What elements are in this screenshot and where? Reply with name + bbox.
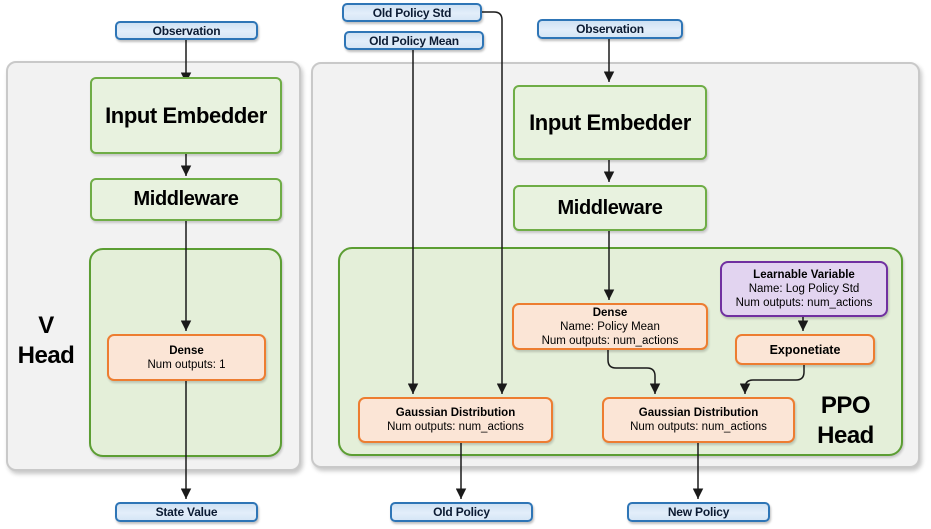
- observation-label: Observation: [152, 23, 221, 38]
- dense-node-right: Dense Name: Policy Mean Num outputs: num…: [512, 303, 708, 350]
- learnable-variable-name: Name: Log Policy Std: [748, 283, 860, 295]
- learnable-variable-title: Learnable Variable: [753, 269, 855, 281]
- observation-input-left: Observation: [115, 21, 258, 40]
- old-policy-mean-label: Old Policy Mean: [369, 33, 459, 48]
- gaussian-distribution-old-node: Gaussian Distribution Num outputs: num_a…: [358, 397, 553, 443]
- gaussian-old-title: Gaussian Distribution: [395, 407, 516, 419]
- dense-title: Dense: [592, 306, 628, 319]
- old-policy-label: Old Policy: [433, 505, 490, 519]
- dense-node-left: Dense Num outputs: 1: [107, 334, 266, 381]
- old-policy-mean-input: Old Policy Mean: [344, 31, 484, 50]
- new-policy-label: New Policy: [667, 505, 730, 519]
- learnable-variable-outputs: Num outputs: num_actions: [735, 297, 873, 309]
- state-value-label: State Value: [155, 505, 218, 519]
- dense-outputs: Num outputs: 1: [147, 358, 226, 371]
- gaussian-new-title: Gaussian Distribution: [638, 407, 759, 419]
- dense-title: Dense: [169, 344, 204, 357]
- learnable-variable-node: Learnable Variable Name: Log Policy Std …: [720, 261, 888, 317]
- dense-name: Name: Policy Mean: [560, 320, 660, 333]
- gaussian-new-outputs: Num outputs: num_actions: [630, 421, 767, 433]
- old-policy-std-label: Old Policy Std: [372, 5, 452, 20]
- middleware-label: Middleware: [557, 196, 663, 219]
- v-head-label: V Head: [17, 312, 75, 369]
- gaussian-old-outputs: Num outputs: num_actions: [387, 421, 524, 433]
- ppo-head-label: PPO Head: [817, 392, 874, 449]
- observation-label: Observation: [576, 22, 644, 36]
- input-embedder-label: Input Embedder: [105, 102, 267, 128]
- middleware-left: Middleware: [90, 178, 282, 221]
- input-embedder-left: Input Embedder: [90, 77, 282, 154]
- input-embedder-label: Input Embedder: [529, 109, 691, 135]
- old-policy-std-input: Old Policy Std: [342, 3, 482, 22]
- observation-input-right: Observation: [537, 19, 683, 39]
- new-policy-output: New Policy: [627, 502, 770, 522]
- middleware-right: Middleware: [513, 185, 707, 231]
- exponetiate-label: Exponetiate: [769, 342, 841, 357]
- exponetiate-node: Exponetiate: [735, 334, 875, 365]
- state-value-output: State Value: [115, 502, 258, 522]
- old-policy-output: Old Policy: [390, 502, 533, 522]
- middleware-label: Middleware: [133, 188, 239, 210]
- gaussian-distribution-new-node: Gaussian Distribution Num outputs: num_a…: [602, 397, 795, 443]
- dense-outputs: Num outputs: num_actions: [541, 334, 679, 347]
- input-embedder-right: Input Embedder: [513, 85, 707, 160]
